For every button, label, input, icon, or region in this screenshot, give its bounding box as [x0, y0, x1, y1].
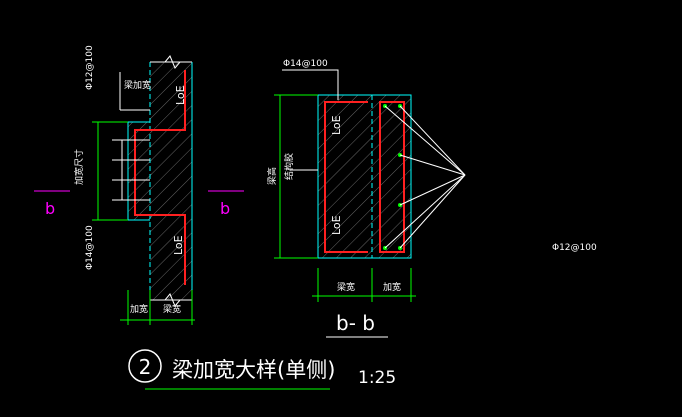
left-break-bottom: [164, 293, 181, 307]
detail-title: 梁加宽大样(单侧): [172, 358, 335, 382]
left-top-rebar-label: Φ12@100: [85, 45, 95, 90]
left-added-concrete: [128, 122, 152, 220]
right-loe-top: LoE: [330, 115, 343, 135]
left-rebar: [134, 70, 186, 285]
detail-title-block: 2 梁加宽大样(单侧) 1:25: [128, 349, 396, 390]
left-added-outline: [127, 121, 150, 221]
right-rebar-left: [324, 101, 368, 253]
left-loe-top: LoE: [174, 85, 187, 105]
right-side-rebar-label: Φ12@100: [552, 243, 597, 253]
section-mark-left: b: [45, 199, 55, 218]
right-dim-add-width: 加宽: [383, 281, 401, 293]
section-marks: b b: [34, 190, 244, 218]
left-dim-beam-width: 梁宽: [163, 303, 181, 315]
left-new-beam-label: 梁加宽: [124, 79, 151, 91]
detail-number-circle: [128, 349, 162, 383]
right-section-outline: [317, 94, 412, 259]
left-bottom-rebar-label: Φ14@100: [85, 225, 95, 270]
left-beam-height-label: 加宽尺寸: [73, 149, 85, 185]
section-mark-right: b: [220, 199, 230, 218]
right-struct-glue-label: 结构胶: [283, 153, 295, 180]
section-title: b- b: [336, 311, 375, 335]
right-stirrup: [379, 101, 405, 253]
right-loe-bottom: LoE: [330, 215, 343, 235]
right-beam-height-label: 梁高: [266, 167, 278, 185]
left-dim-add-width: 加宽: [130, 303, 148, 315]
right-detail: Φ14@100 LoE LoE 结构胶 梁高 梁宽 加宽 Φ12@100 b- …: [266, 59, 597, 338]
right-dim-beam-width: 梁宽: [337, 281, 355, 293]
left-loe-bottom: LoE: [172, 235, 185, 255]
right-top-rebar-label: Φ14@100: [283, 59, 328, 69]
left-detail: Φ12@100 Φ14@100 梁加宽 加宽尺寸 LoE LoE 加宽 梁宽: [73, 45, 195, 325]
left-break-top: [164, 55, 181, 69]
detail-scale: 1:25: [358, 368, 396, 388]
right-section-concrete: [318, 95, 411, 258]
detail-number: 2: [139, 355, 152, 379]
